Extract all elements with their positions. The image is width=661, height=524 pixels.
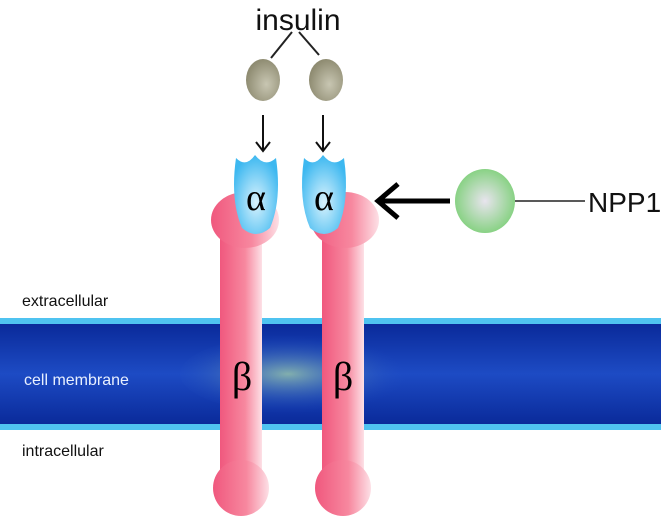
insulin-molecule-left [246, 59, 280, 101]
beta-subunit-right [322, 215, 364, 485]
alpha-subunit-right [302, 155, 346, 234]
alpha-label-right: α [314, 177, 334, 219]
insulin-pointer-lines [270, 31, 320, 59]
alpha-label-left: α [246, 177, 266, 219]
insulin-label: insulin [255, 4, 340, 37]
insulin-molecule-right [309, 59, 343, 101]
npp1-inhibition-arrow [374, 182, 450, 220]
alpha-subunit-left [234, 155, 278, 234]
npp1-label: NPP1 [588, 187, 661, 218]
receptor-left [211, 155, 279, 516]
intracellular-label: intracellular [22, 443, 104, 460]
extracellular-label: extracellular [22, 293, 109, 310]
binding-arrows [255, 115, 331, 153]
beta-label-left: β [232, 354, 252, 399]
beta-subunit-left [220, 215, 262, 485]
receptor-right [302, 155, 379, 516]
membrane-label: cell membrane [24, 372, 129, 389]
beta-label-right: β [333, 354, 353, 399]
npp1-molecule [455, 169, 515, 233]
